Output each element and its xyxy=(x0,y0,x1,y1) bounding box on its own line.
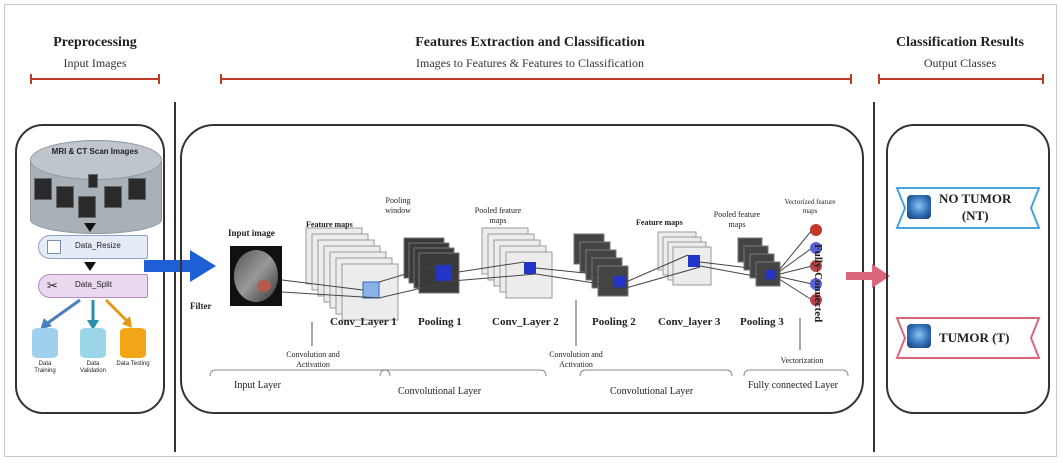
features-title: Features Extraction and Classification xyxy=(415,35,645,50)
pink-flow-arrow xyxy=(846,264,890,288)
layer-conv1-label: Conv_Layer 1 xyxy=(330,316,397,328)
training-set-icon xyxy=(32,328,58,358)
cnn-panel xyxy=(180,124,864,414)
divider-left xyxy=(174,102,176,452)
label-leaders xyxy=(311,300,801,350)
feature-maps-1-label: Feature maps xyxy=(306,220,353,229)
conv-activation-1-label: Convolution and Activation xyxy=(286,350,340,369)
scan-thumb xyxy=(104,186,122,208)
testing-set-icon xyxy=(120,328,146,358)
data-split-step: ✂ Data_Split xyxy=(38,274,148,298)
vectorization-label: Vectorization xyxy=(780,356,824,365)
split-tools-icon: ✂ xyxy=(47,278,58,293)
input-image-label: Input image xyxy=(228,228,275,238)
conv1-feature-maps xyxy=(305,227,399,321)
down-arrow-icon xyxy=(84,223,96,232)
split-testing-label: Data Testing xyxy=(116,361,150,367)
features-subtitle: Images to Features & Features to Classif… xyxy=(416,56,644,70)
conv3-feature-maps xyxy=(657,231,712,286)
scan-thumb xyxy=(88,174,98,188)
scan-thumb xyxy=(56,186,74,208)
preprocessing-bracket xyxy=(30,74,160,84)
filter-label: Filter xyxy=(190,301,212,311)
layer-conv3-label: Conv_layer 3 xyxy=(658,316,721,328)
data-split-label: Data_Split xyxy=(75,280,112,289)
pooled-maps-1-label: Pooled feature maps xyxy=(474,206,522,225)
database-label: MRI & CT Scan Images xyxy=(51,147,139,156)
fully-connected-label: Fully-Connected xyxy=(812,244,824,323)
down-arrow-icon xyxy=(84,262,96,271)
pooled-maps-2-label: Pooled feature maps xyxy=(713,210,761,229)
database-top xyxy=(30,140,162,180)
scan-thumb xyxy=(128,178,146,200)
brain-scan-icon xyxy=(907,324,931,348)
fc-nodes xyxy=(810,224,822,306)
pool3-maps xyxy=(737,237,781,287)
output-tumor: TUMOR (T) xyxy=(893,316,1043,360)
fc-node xyxy=(810,278,822,290)
results-panel xyxy=(886,124,1050,414)
data-resize-label: Data_Resize xyxy=(75,241,121,250)
fc-node xyxy=(810,224,822,236)
group-conv-layer-2: Convolutional Layer xyxy=(610,386,694,397)
pooling-window-box xyxy=(362,281,380,299)
preprocessing-title: Preprocessing xyxy=(53,35,137,50)
pooling-window-label: Pooling window xyxy=(385,196,411,215)
vectorized-maps-label: Vectorized feature maps xyxy=(784,198,836,215)
feature-maps-2-label: Feature maps xyxy=(636,218,683,227)
results-subtitle: Output Classes xyxy=(923,56,997,70)
validation-set-icon xyxy=(80,328,106,358)
tumor-label: TUMOR (T) xyxy=(939,330,1010,345)
conv2-feature-maps xyxy=(481,227,553,299)
results-bracket xyxy=(878,74,1044,84)
layer-pool1-label: Pooling 1 xyxy=(418,316,462,328)
connection-lines xyxy=(281,229,813,301)
group-braces xyxy=(209,369,849,377)
split-arrows xyxy=(40,298,132,330)
fc-node xyxy=(810,294,822,306)
no-tumor-label: NO TUMOR (NT) xyxy=(939,191,1012,223)
scan-thumb xyxy=(78,196,96,218)
figure-frame xyxy=(4,4,1057,457)
group-conv-layer-1: Convolutional Layer xyxy=(398,386,482,397)
layer-conv2-label: Conv_Layer 2 xyxy=(492,316,559,328)
fc-node xyxy=(810,242,822,254)
features-bracket xyxy=(220,74,852,84)
conv-activation-2-label: Convolution and Activation xyxy=(549,350,603,369)
split-training-label: Data Training xyxy=(34,361,56,374)
group-input-layer: Input Layer xyxy=(234,380,281,391)
layer-pool3-label: Pooling 3 xyxy=(740,316,784,328)
split-validation-label: Data Validation xyxy=(80,361,106,374)
output-no-tumor: NO TUMOR (NT) xyxy=(893,186,1043,230)
data-resize-step: Data_Resize xyxy=(38,235,148,259)
fc-node xyxy=(810,260,822,272)
results-title: Classification Results xyxy=(896,35,1024,50)
scan-thumb xyxy=(34,178,52,200)
layer-pool2-label: Pooling 2 xyxy=(592,316,636,328)
group-fc-layer: Fully connected Layer xyxy=(748,380,838,391)
brain-scan-icon xyxy=(907,195,931,219)
preprocessing-subtitle: Input Images xyxy=(63,56,127,70)
resize-icon xyxy=(47,240,61,254)
